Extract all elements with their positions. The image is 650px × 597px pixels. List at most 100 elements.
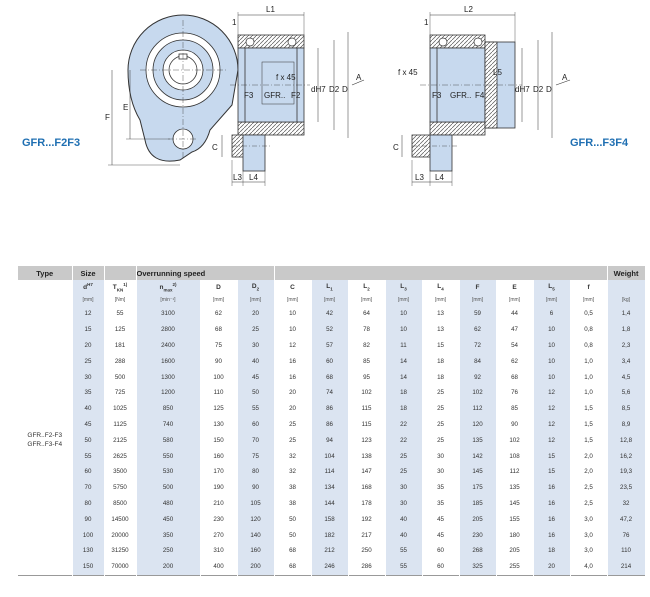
dim-L3-left: L3 — [233, 173, 242, 182]
table-cell: 530 — [136, 463, 201, 480]
table-cell: 110 — [200, 384, 238, 401]
table-cell: 2,5 — [570, 495, 608, 512]
table-cell: 15 — [533, 463, 571, 480]
table-cell: 18 — [422, 369, 460, 385]
table-cell: 35 — [72, 384, 105, 401]
dim-dH7-left: dH7 — [311, 85, 326, 94]
table-cell: 1125 — [104, 416, 137, 433]
table-cell: 11 — [385, 337, 423, 354]
dim-1-left: 1 — [232, 18, 237, 27]
table-cell: 12 — [533, 400, 571, 417]
dim-dH7-right: dH7 — [515, 85, 530, 94]
column-header: L4 — [422, 280, 460, 294]
table-cell: 14 — [385, 369, 423, 385]
table-cell: 68 — [274, 542, 312, 559]
table-cell: 2800 — [136, 321, 201, 338]
table-cell: 288 — [104, 353, 137, 370]
column-header: E — [496, 280, 534, 294]
table-cell: 150 — [200, 432, 238, 449]
table-cell: 110 — [607, 542, 646, 559]
section-view-right: L2 1 L5 dH7 D2 D A f x 45 F3 GFR.. F4 C … — [393, 5, 571, 186]
datum-A-left: A — [356, 73, 362, 82]
table-cell: 15 — [72, 321, 105, 338]
table-cell: 22 — [385, 416, 423, 433]
column-header: D — [200, 280, 238, 294]
table-cell: 550 — [136, 448, 201, 464]
table-cell: 12 — [274, 337, 312, 354]
dim-C-right: C — [393, 143, 399, 152]
table-cell: 72 — [459, 337, 497, 354]
table-cell: 147 — [348, 463, 386, 480]
table-cell: 123 — [348, 432, 386, 449]
table-cell: 68 — [496, 369, 534, 385]
table-cell: 217 — [348, 527, 386, 543]
face-F3-right: F3 — [432, 91, 442, 100]
table-cell: 86 — [311, 400, 349, 417]
table-cell: 246 — [311, 558, 349, 576]
table-cell: 180 — [496, 527, 534, 543]
table-cell: 60 — [422, 558, 460, 576]
datum-A-right: A — [562, 73, 568, 82]
table-cell: 250 — [136, 542, 201, 559]
table-cell: 2,3 — [607, 337, 646, 354]
table-cell: 30 — [385, 479, 423, 496]
table-cell: 230 — [459, 527, 497, 543]
table-cell: 325 — [459, 558, 497, 576]
table-cell: 47,2 — [607, 511, 646, 528]
table-cell: 32 — [274, 448, 312, 464]
table-cell: 13 — [422, 321, 460, 338]
column-header — [607, 280, 646, 294]
table-cell: 1,0 — [570, 369, 608, 385]
table-cell: 16 — [533, 527, 571, 543]
table-cell: 145 — [496, 495, 534, 512]
table-cell: 82 — [348, 337, 386, 354]
table-cell: 142 — [459, 448, 497, 464]
table-cell: 20 — [274, 400, 312, 417]
table-cell: 725 — [104, 384, 137, 401]
table-cell: 40 — [385, 527, 423, 543]
table-cell: 14500 — [104, 511, 137, 528]
table-cell: 268 — [459, 542, 497, 559]
face-F3-left: F3 — [244, 91, 254, 100]
table-cell: 90 — [237, 479, 275, 496]
table-cell: 2,0 — [570, 463, 608, 480]
column-header: D2 — [237, 280, 275, 294]
table-cell: 270 — [200, 527, 238, 543]
table-cell: 255 — [496, 558, 534, 576]
table-cell: 12 — [533, 416, 571, 433]
table-cell: 0,5 — [570, 306, 608, 322]
column-header: nmax2) — [136, 280, 201, 294]
table-cell: 20000 — [104, 527, 137, 543]
table-cell: 250 — [348, 542, 386, 559]
table-cell: 12 — [533, 384, 571, 401]
table-cell: 47 — [496, 321, 534, 338]
table-cell: 10 — [533, 369, 571, 385]
table-cell: 10 — [533, 337, 571, 354]
table-cell: 170 — [200, 463, 238, 480]
table-cell: 16,2 — [607, 448, 646, 464]
column-header: L1 — [311, 280, 349, 294]
column-unit: [mm] — [496, 294, 534, 306]
table-cell: 3,0 — [570, 527, 608, 543]
table-cell: 32 — [274, 463, 312, 480]
column-unit: [mm] — [459, 294, 497, 306]
table-cell: 35 — [422, 479, 460, 496]
table-cell: 115 — [348, 416, 386, 433]
table-cell: 10 — [385, 306, 423, 322]
table-cell: 178 — [348, 495, 386, 512]
table-cell: 112 — [496, 463, 534, 480]
dim-E: E — [123, 103, 128, 112]
table-cell: 76 — [496, 384, 534, 401]
table-cell: 22 — [385, 432, 423, 449]
table-cell: 3,0 — [570, 511, 608, 528]
table-cell: 16 — [533, 495, 571, 512]
table-cell: 4,5 — [607, 369, 646, 385]
table-cell: 230 — [200, 511, 238, 528]
